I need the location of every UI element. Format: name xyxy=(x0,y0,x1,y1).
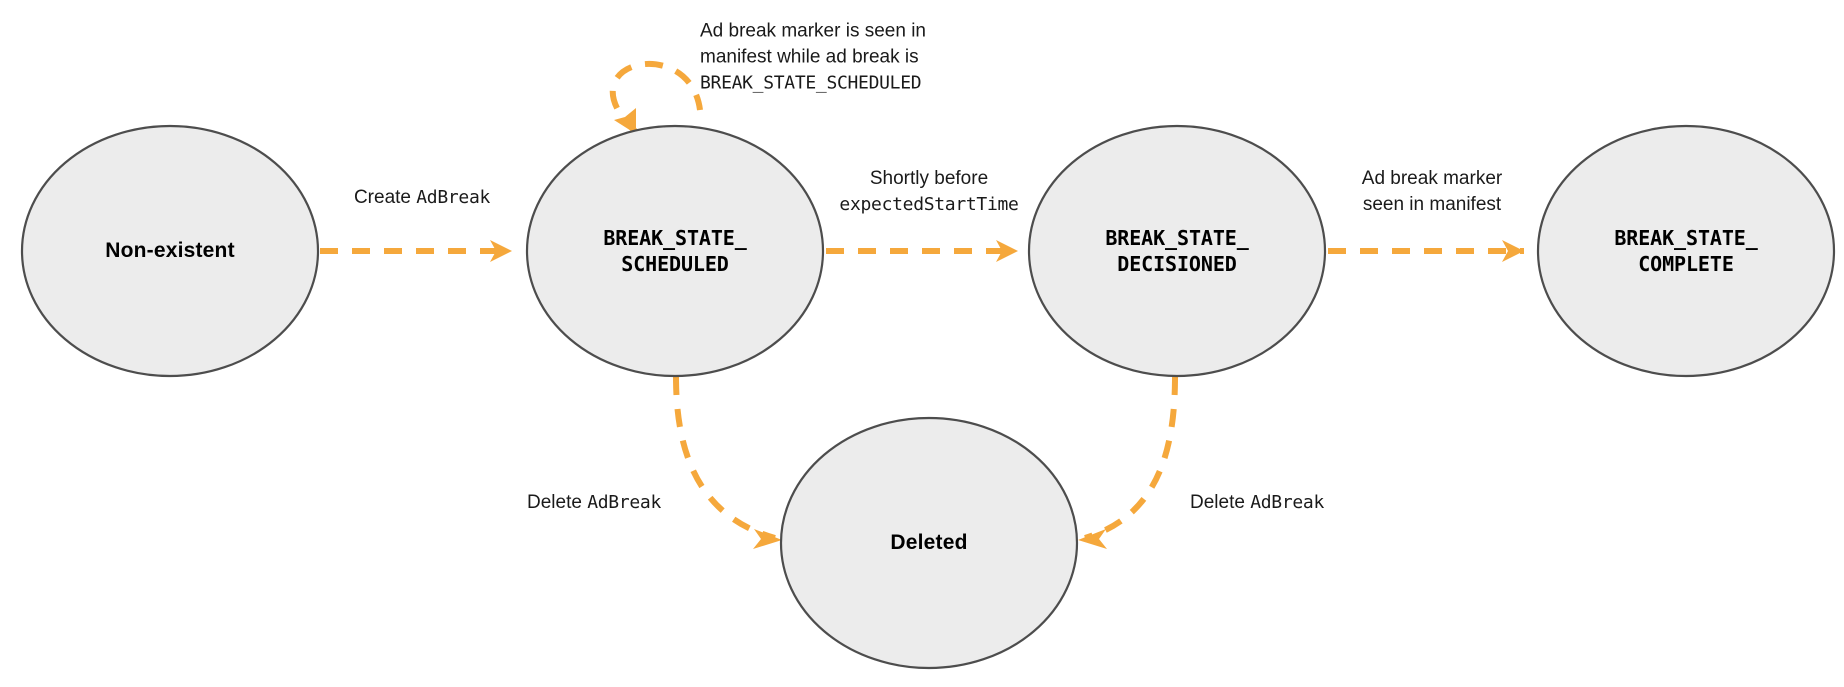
edge-path-delete-from-scheduled xyxy=(673,376,776,541)
edge-label-delete-adbreak-from-decisioned: Delete AdBreak xyxy=(1190,491,1324,513)
arrowhead-self-loop-scheduled xyxy=(614,108,636,134)
arrowhead-create-adbreak xyxy=(490,240,512,262)
node-break-state-scheduled[interactable] xyxy=(525,124,825,378)
arrowhead-delete-from-decisioned xyxy=(1078,529,1107,549)
edge-path-delete-from-decisioned xyxy=(1084,376,1178,541)
edge-shortly-before xyxy=(826,240,1018,262)
arrowhead-marker-seen-in-manifest xyxy=(1502,240,1524,262)
edge-label-create-adbreak: Create AdBreak xyxy=(353,186,491,208)
node-deleted[interactable] xyxy=(779,416,1079,670)
edge-path-self-loop-scheduled xyxy=(609,61,703,136)
edge-self-loop-scheduled xyxy=(609,61,703,136)
node-non-existent[interactable] xyxy=(20,124,320,378)
edge-create-adbreak xyxy=(320,240,512,262)
arrowhead-shortly-before xyxy=(996,240,1018,262)
edge-marker-seen-in-manifest xyxy=(1328,240,1524,262)
edge-delete-from-decisioned xyxy=(1078,376,1178,549)
edge-label-delete-adbreak-from-scheduled: Delete AdBreak xyxy=(527,491,661,513)
arrowhead-delete-from-scheduled xyxy=(753,529,782,549)
node-break-state-decisioned[interactable] xyxy=(1027,124,1327,378)
edge-delete-from-scheduled xyxy=(673,376,782,549)
node-break-state-complete[interactable] xyxy=(1536,124,1836,378)
